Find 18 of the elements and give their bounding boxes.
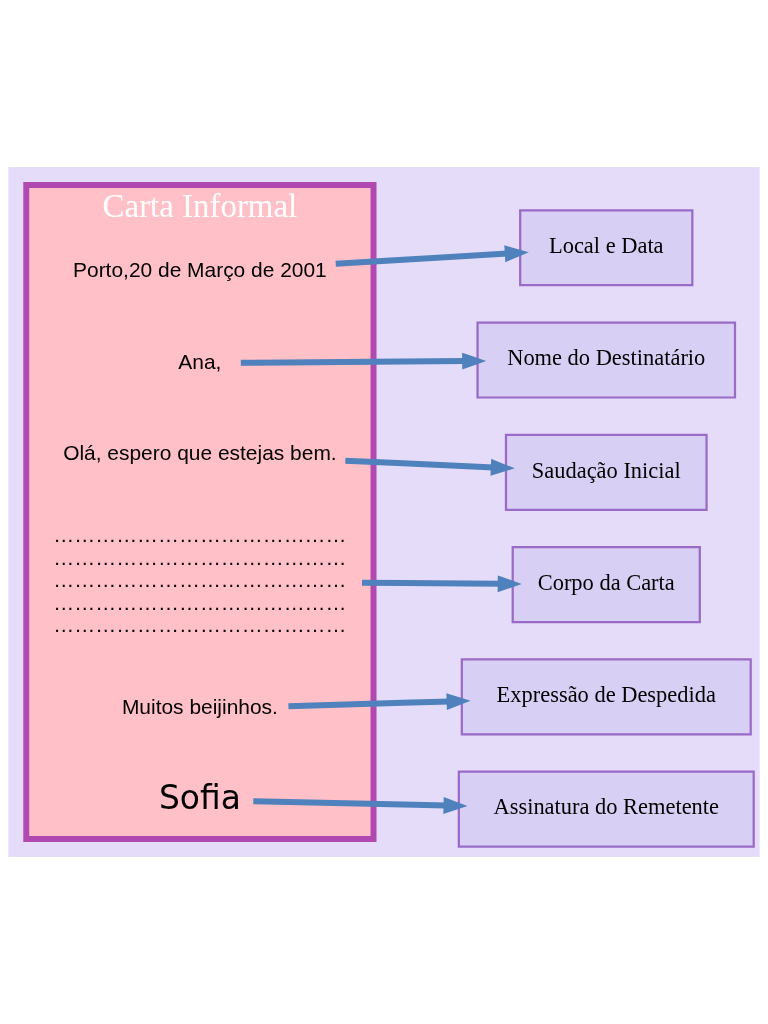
arrow	[361, 575, 522, 593]
node-text: …………………………………… …………………………………… …………………………………… …………………………………… ……………………………………	[53, 523, 347, 637]
arrow	[335, 245, 529, 267]
node-box: Corpo da Carta	[511, 546, 701, 624]
node-box: Local e Data	[519, 209, 694, 287]
arrow	[240, 352, 487, 370]
node-box: Nome do Destinatário	[476, 321, 737, 399]
node-text: Muitos beijinhos.	[121, 695, 278, 719]
node-box: Saudação Inicial	[504, 433, 708, 511]
arrow	[288, 693, 471, 710]
node-text: Porto,20 de Março de 2001	[73, 258, 327, 282]
node-box: Assinatura do Remetente	[457, 770, 755, 848]
node-text: Ana,	[178, 349, 222, 373]
node-text: Olá, espero que estejas bem.	[63, 440, 337, 464]
arrow	[345, 457, 515, 476]
node-box: Expressão de Despedida	[460, 658, 752, 736]
node-text: Sofia	[158, 777, 241, 817]
arrow	[253, 797, 468, 814]
